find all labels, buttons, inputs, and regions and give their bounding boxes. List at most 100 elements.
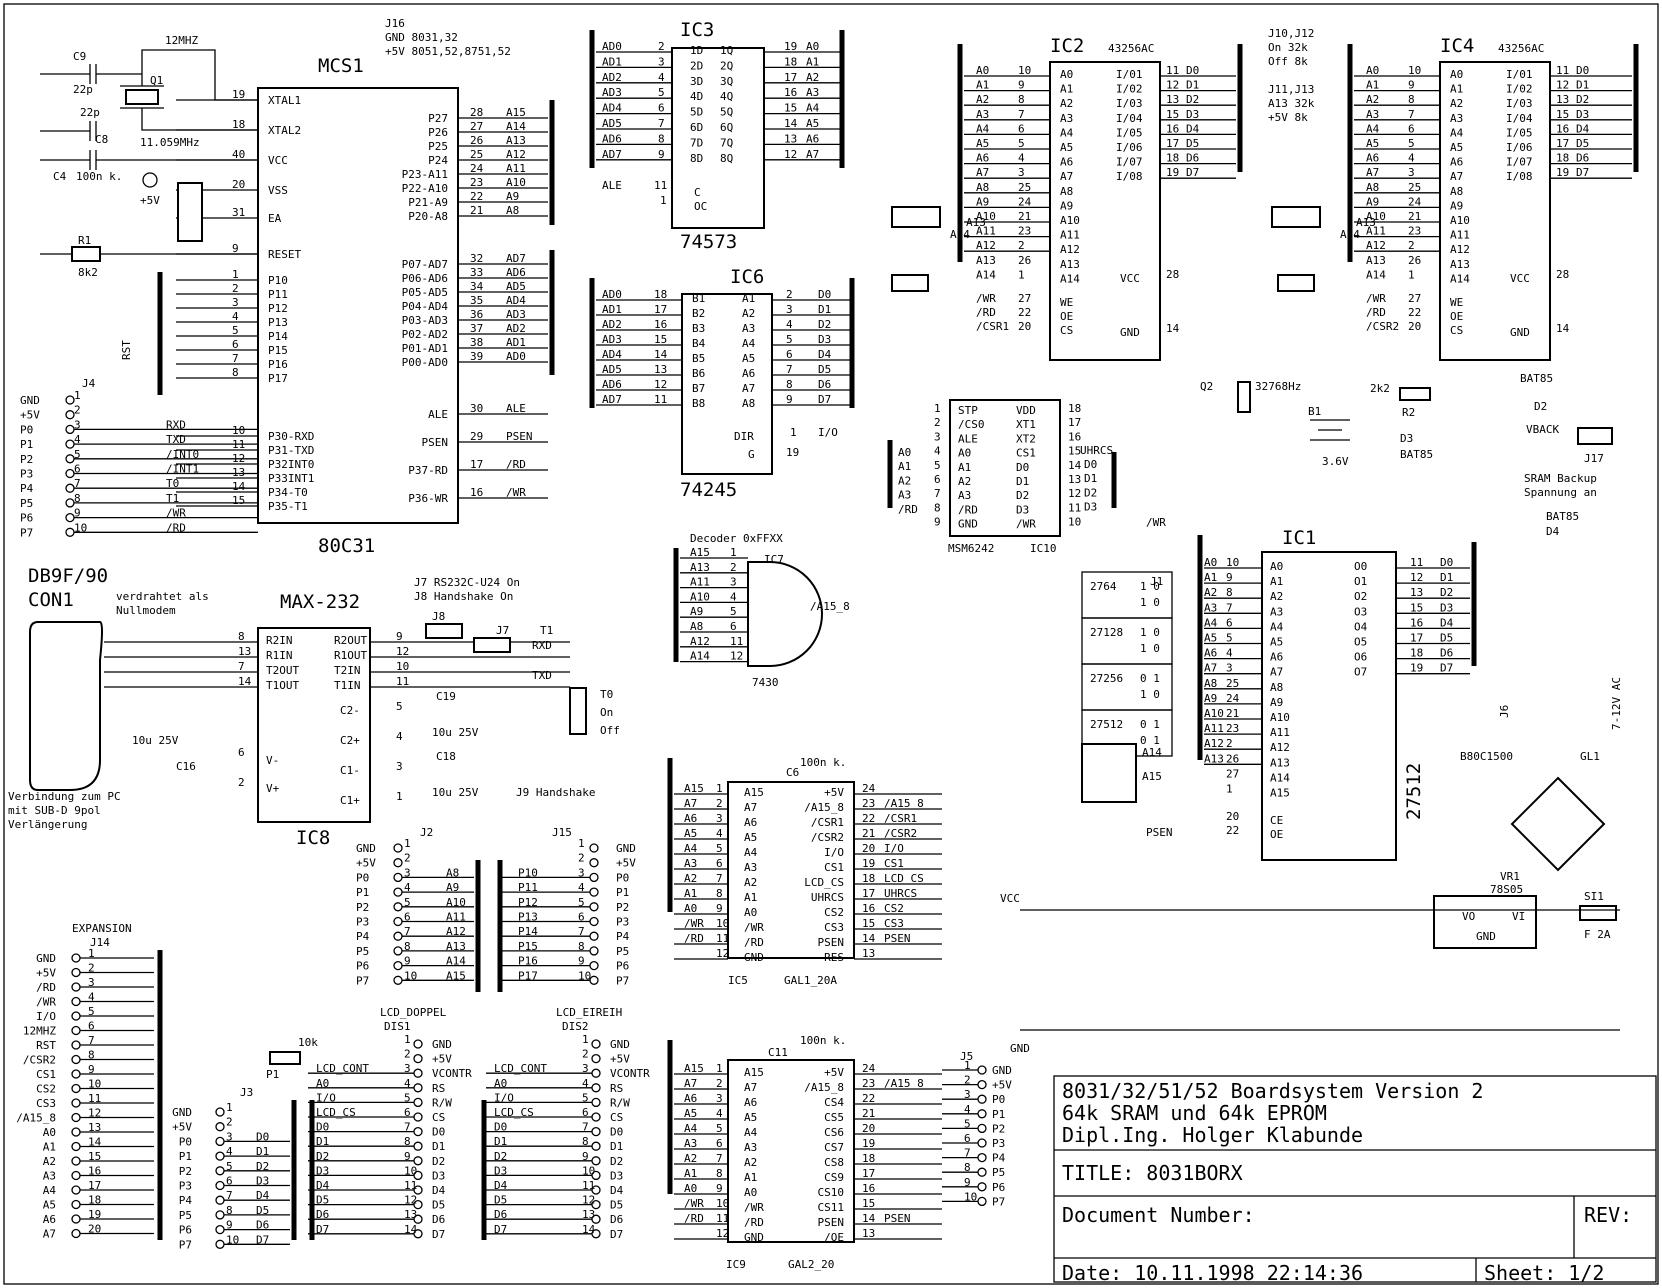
jumper-j17[interactable] — [1577, 427, 1613, 445]
ic9-pins-pin-number: 9 — [716, 1182, 723, 1195]
ic1-pin-name: A7 — [1270, 666, 1283, 679]
ic8-cap-value: 10u 25V — [432, 786, 479, 799]
ic6-box — [681, 293, 773, 475]
jumper-j8[interactable] — [425, 623, 463, 639]
jumper-j13[interactable] — [1271, 206, 1321, 228]
ic9-pins-pin-name: +5V — [824, 1066, 844, 1079]
ic6-signal: AD7 — [602, 393, 622, 406]
mcs1-pin-name: PSEN — [422, 436, 449, 449]
ic5-pins-pin-name: /RD — [744, 936, 764, 949]
mcs1-pin-name: P04-AD4 — [402, 300, 449, 313]
ic1-pin-number: 17 — [1410, 632, 1423, 645]
ic9-pins-pin-number: 12 — [716, 1227, 729, 1240]
svg-text:VI: VI — [1512, 910, 1525, 923]
j14-pin-name: A4 — [43, 1184, 57, 1197]
ic10-pin-number: 16 — [1068, 430, 1081, 443]
mcs1-pin-number: 1 — [232, 268, 239, 281]
ic2-pins-addr-signal: A5 — [976, 137, 989, 150]
j4-signal: T1 — [166, 492, 179, 505]
dis2-pin-number: 8 — [582, 1135, 589, 1148]
mcs1-pin-name: RESET — [268, 248, 301, 261]
ic1-pin-number: 4 — [1226, 647, 1233, 660]
mcs1-pin-name: P16 — [268, 358, 288, 371]
ic2-pins-pin-number: 22 — [1018, 306, 1031, 319]
j3-pin-number: 1 — [226, 1101, 233, 1114]
nullmodem-2: Nullmodem — [116, 604, 176, 617]
j4-pin — [65, 468, 75, 479]
j5-pin-name: P1 — [992, 1108, 1005, 1121]
ic5-pins-pin-number: 10 — [716, 917, 729, 930]
jumper-j7[interactable] — [473, 637, 511, 653]
ic2-pins-data-signal: D6 — [1186, 152, 1199, 165]
j14-pin-name: /RD — [36, 981, 56, 994]
dis2-signal: D5 — [494, 1194, 507, 1207]
ic10-pin-name: /RD — [958, 503, 978, 516]
mcs1-pin-number: 16 — [470, 486, 483, 499]
mcs1-pin-number: 30 — [470, 402, 483, 415]
potentiometer-p1[interactable] — [269, 1051, 301, 1065]
ic10-signal: /RD — [898, 503, 918, 516]
ic9-pins-signal: A3 — [684, 1137, 697, 1150]
dis2-pin-name: D1 — [610, 1140, 623, 1153]
jumper-j11[interactable] — [891, 206, 941, 228]
ic3-pin-number: 13 — [784, 132, 797, 145]
ic5-pins-pin-name: /CSR1 — [811, 816, 844, 829]
ic1-signal: A8 — [1204, 677, 1217, 690]
jumper-j12[interactable] — [1277, 274, 1315, 292]
ic6-signal: D1 — [818, 303, 831, 316]
jumper-j1[interactable] — [1081, 743, 1137, 803]
c9-value: 22p — [73, 83, 93, 96]
mcs1-pin-number: 4 — [232, 310, 239, 323]
ic10-pin-number: 9 — [934, 516, 941, 529]
dis1-pin — [413, 1097, 423, 1108]
mcs1-signal: AD2 — [506, 322, 526, 335]
ic1-pin-name: A11 — [1270, 726, 1290, 739]
j10-note1: J10,J12 — [1268, 27, 1314, 40]
j2-pin-name: P6 — [356, 960, 369, 973]
ic9-pins-pin-name: /WR — [744, 1201, 764, 1214]
j14-pin-number: 3 — [88, 976, 95, 989]
jumper-j10[interactable] — [891, 274, 929, 292]
xtal-label: 12MHZ — [165, 34, 198, 47]
mcs1-pin-number: 7 — [232, 352, 239, 365]
dis2-pin — [591, 1097, 601, 1108]
j3-pin — [215, 1224, 225, 1235]
j15-pin-name: P2 — [616, 901, 629, 914]
ic6-pin-number: 4 — [786, 318, 793, 331]
mcs1-pin-number: 37 — [470, 322, 483, 335]
ic2-pins-pin-number: 26 — [1018, 254, 1031, 267]
j15-pin-name: +5V — [616, 857, 636, 870]
mcs1-pin-number: 26 — [470, 134, 483, 147]
ic1-pin-name: A12 — [1270, 741, 1290, 754]
ic1-pin-name: O1 — [1354, 575, 1367, 588]
j14-pin-number: 1 — [88, 947, 95, 960]
mcs1-pin-name: P12 — [268, 302, 288, 315]
ic10-signal: A3 — [898, 489, 911, 502]
ic3-pin-number: 17 — [784, 71, 797, 84]
j14-pin-number: 18 — [88, 1194, 101, 1207]
dis1-pin-number: 11 — [404, 1179, 417, 1192]
dis2-pin-number: 13 — [582, 1208, 595, 1221]
r2-label: R2 — [1402, 406, 1415, 419]
title-line2: 64k SRAM und 64k EPROM — [1062, 1101, 1327, 1125]
ic10-pin-name: XT2 — [1016, 432, 1036, 445]
q1-label: Q1 — [150, 74, 163, 87]
crystal-q2 — [1237, 381, 1251, 413]
ic1-signal: D6 — [1440, 647, 1453, 660]
j14-pin-name: +5V — [36, 967, 56, 980]
ic10-pin-name: A2 — [958, 475, 971, 488]
mcs1-pin-number: 38 — [470, 336, 483, 349]
ic1-name: IC1 — [1282, 527, 1316, 549]
ic2-pins-pin-number: 6 — [1018, 122, 1025, 135]
mcs1-pin-number: 15 — [232, 494, 245, 507]
j2-pin — [393, 931, 403, 941]
ic2-pins-pin-number: 2 — [1018, 239, 1025, 252]
ic5-pins-signal: A4 — [684, 842, 698, 855]
jumper-j9[interactable] — [569, 687, 587, 735]
ic2-pins-pin-name: A9 — [1060, 199, 1073, 212]
jumper-j16[interactable] — [177, 182, 203, 242]
expansion-label: EXPANSION — [72, 922, 132, 935]
j2-pin-number: 2 — [404, 852, 411, 865]
